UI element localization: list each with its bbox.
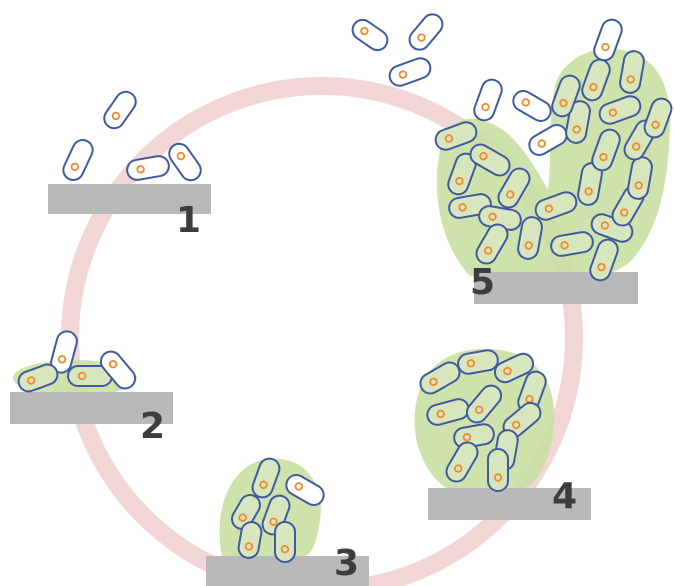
bacterium-body bbox=[100, 88, 139, 132]
stage-number-4: 4 bbox=[552, 476, 577, 517]
bacterium-body bbox=[126, 155, 171, 182]
bacterium-body bbox=[275, 522, 295, 562]
bacterium-body bbox=[165, 140, 204, 184]
bacterium-body bbox=[488, 449, 508, 491]
bacterium-body bbox=[510, 87, 555, 124]
bacterium-body bbox=[471, 77, 504, 123]
bacterium-s5-5 bbox=[405, 10, 446, 53]
platform-stage-5 bbox=[474, 272, 638, 304]
bacterium-s5-8 bbox=[510, 87, 555, 124]
stage-number-2: 2 bbox=[140, 406, 165, 447]
stage-number-5: 5 bbox=[470, 262, 495, 303]
bacterium-s1-2 bbox=[126, 155, 171, 182]
bacterium-body bbox=[405, 10, 446, 53]
stage-number-1: 1 bbox=[176, 200, 201, 241]
bacterium-s5-6 bbox=[387, 55, 433, 88]
bacterium-body bbox=[387, 55, 433, 88]
bacterium-s3-20 bbox=[275, 522, 295, 562]
stage-number-3: 3 bbox=[334, 543, 359, 584]
bacterium-s1-0 bbox=[100, 88, 139, 132]
bacterium-s5-4 bbox=[349, 16, 392, 54]
bacterium-s1-1 bbox=[60, 137, 96, 184]
bacterium-s5-7 bbox=[471, 77, 504, 123]
bacterium-s1-3 bbox=[165, 140, 204, 184]
bacterium-s4-31 bbox=[488, 449, 508, 491]
bacterium-body bbox=[60, 137, 96, 184]
bacterium-body bbox=[349, 16, 392, 54]
